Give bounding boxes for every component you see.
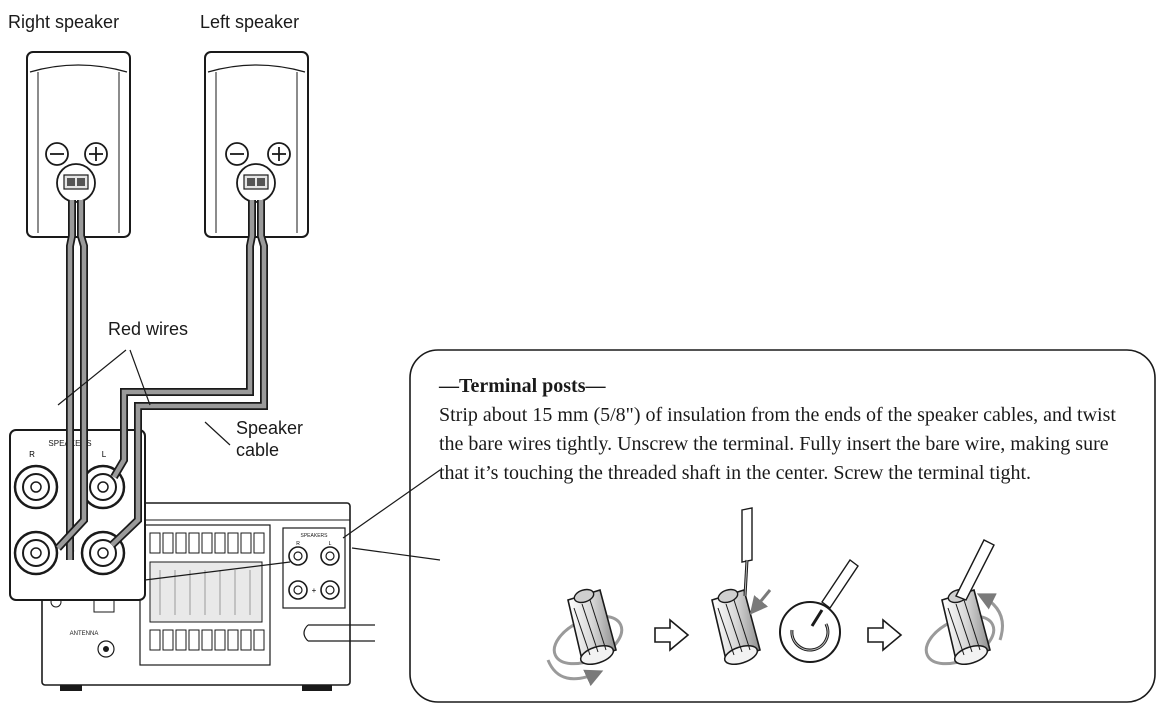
- terminal-posts-body: Strip about 15 mm (5/8") of insulation f…: [439, 404, 1116, 484]
- step-arrow-icon: [654, 618, 690, 652]
- step-unscrew-terminal-icon: [546, 588, 624, 687]
- left-speaker-label: Left speaker: [200, 12, 300, 32]
- step-insert-wire-icon: [711, 507, 772, 665]
- inset-terminal-r-top: [13, 464, 59, 510]
- step-wire-wrap-icon: [779, 558, 859, 663]
- inset-r-label: R: [29, 450, 35, 459]
- callout-pointer: [342, 469, 441, 561]
- speaker-cable-pointer: [204, 421, 231, 446]
- inset-terminal-r-bottom: [13, 530, 59, 576]
- svg-text:SPEAKERS: SPEAKERS: [301, 533, 329, 539]
- step-tighten-terminal-icon: [924, 539, 1004, 666]
- svg-text:L: L: [329, 541, 332, 547]
- terminal-posts-text: —Terminal posts— Strip about 15 mm (5/8"…: [439, 374, 1139, 488]
- terminal-posts-callout-box: [409, 349, 1156, 703]
- red-wires-pointer: [57, 349, 151, 406]
- speaker-cable-right: [55, 200, 88, 560]
- speaker-cable-label: Speaker cable: [236, 418, 304, 460]
- terminal-posts-title: —Terminal posts—: [439, 375, 606, 397]
- inset-l-label: L: [102, 450, 107, 459]
- speaker-cable-left: [109, 200, 268, 548]
- svg-text:R: R: [296, 541, 300, 547]
- speaker-terminal-inset: SPEAKERS R L +: [9, 429, 146, 601]
- svg-text:+: +: [312, 586, 317, 595]
- right-speaker: [26, 51, 131, 238]
- step-arrow-icon: [867, 618, 903, 652]
- red-wires-label: Red wires: [108, 319, 189, 339]
- right-speaker-label: Right speaker: [8, 12, 120, 32]
- antenna-label: ANTENNA: [70, 631, 99, 637]
- left-speaker: [204, 51, 309, 238]
